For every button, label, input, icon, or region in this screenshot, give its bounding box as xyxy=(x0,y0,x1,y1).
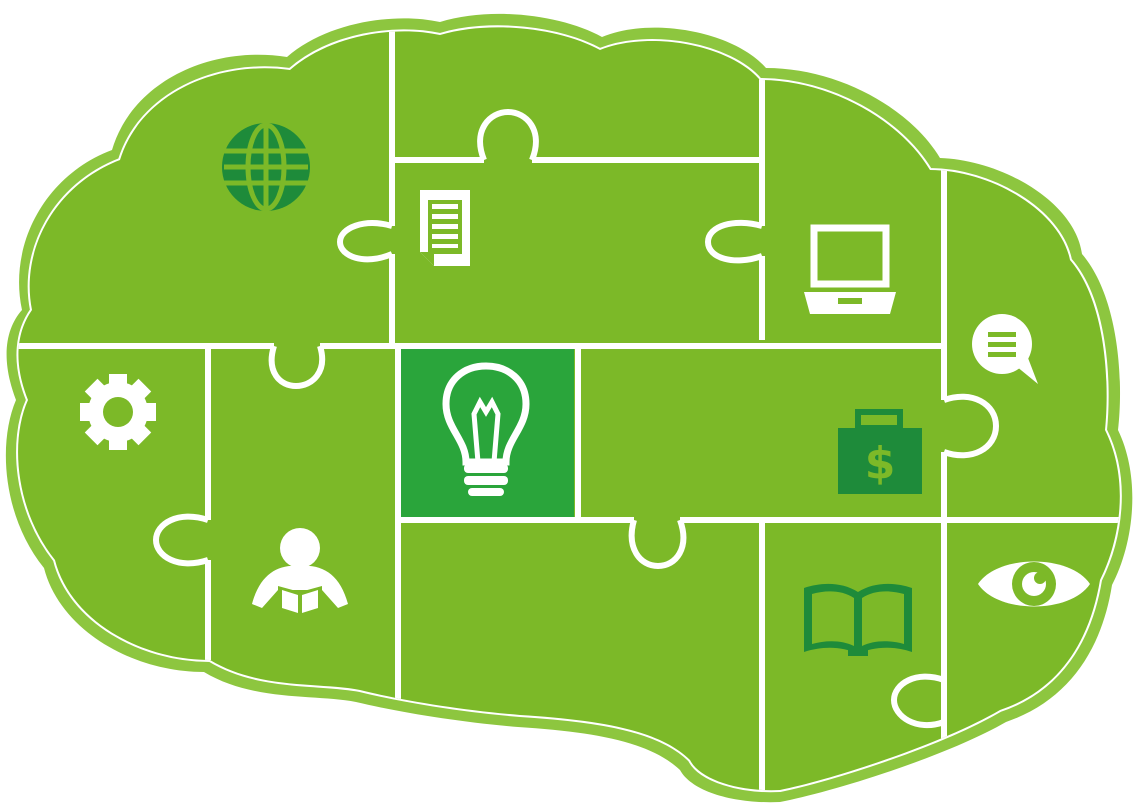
chat-bubble-icon xyxy=(972,314,1038,384)
eye-icon xyxy=(978,561,1090,607)
dollar-sign: $ xyxy=(865,438,896,489)
gear-icon xyxy=(80,374,156,450)
lightbulb-icon xyxy=(442,362,530,496)
document-icon xyxy=(420,190,470,266)
globe-icon xyxy=(222,122,310,212)
dollar-briefcase-icon: $ xyxy=(838,409,922,494)
laptop-icon xyxy=(804,224,896,314)
person-reading-icon xyxy=(252,528,348,618)
open-book-icon xyxy=(804,583,912,656)
